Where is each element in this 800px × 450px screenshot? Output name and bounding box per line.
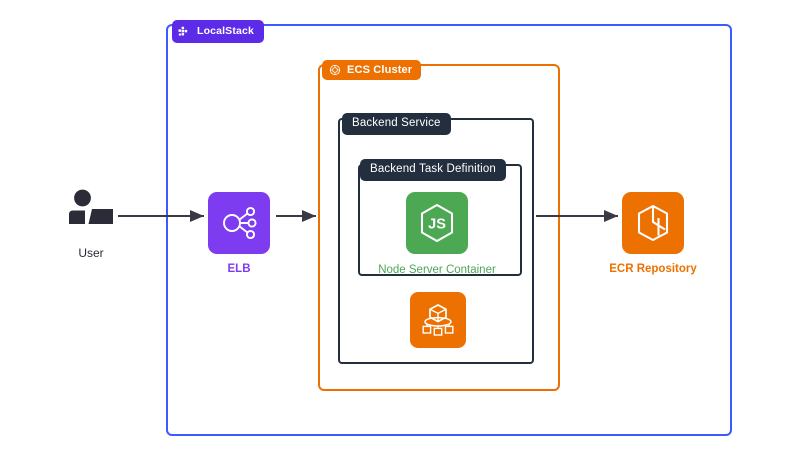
backend-task-definition-label: Backend Task Definition [370,163,496,175]
nodejs-icon: JS [406,192,468,254]
ecr-cube-icon [622,192,684,254]
node-elb: ELB [208,192,270,275]
backend-task-definition-badge: Backend Task Definition [360,159,506,181]
node-user: User [42,186,140,260]
elb-label: ELB [227,263,251,275]
node-server-container-label: Node Server Container [378,264,496,276]
svg-text:JS: JS [428,217,446,233]
localstack-badge: LocalStack [172,20,264,43]
ecs-task-icon [410,292,466,348]
user-laptop-icon [60,186,122,234]
node-ecr-repository: ECR Repository [609,192,697,275]
load-balancer-icon [208,192,270,254]
ecs-cluster-boundary [318,64,560,391]
ecr-repository-label: ECR Repository [609,263,697,275]
backend-service-badge: Backend Service [342,113,451,135]
localstack-label: LocalStack [197,25,254,38]
ecs-cluster-badge: ECS Cluster [322,60,422,80]
localstack-boundary [166,24,732,436]
backend-service-label: Backend Service [352,117,441,129]
node-node-server-container: JS Node Server Container [378,192,496,276]
node-ecs-task [410,292,466,348]
user-label: User [78,246,104,260]
ecs-cluster-icon [329,64,341,76]
localstack-icon [178,25,191,38]
ecs-cluster-label: ECS Cluster [347,63,413,76]
